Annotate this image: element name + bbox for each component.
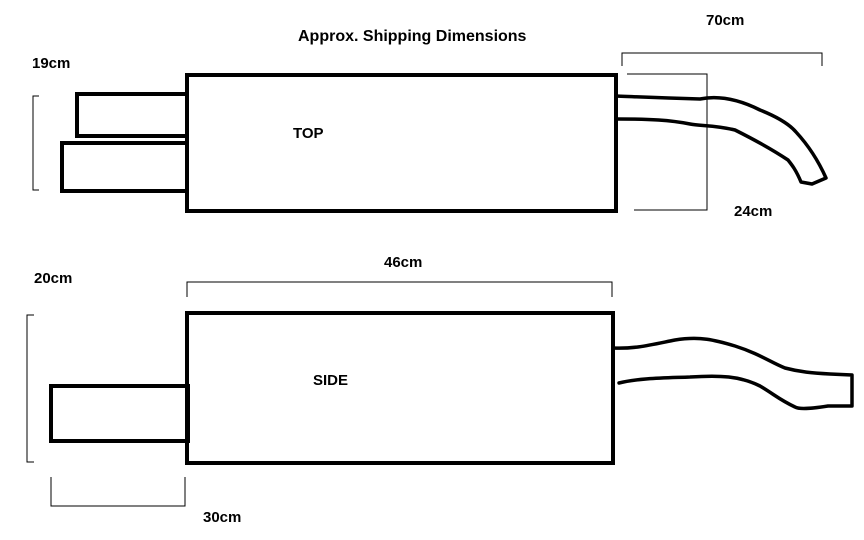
side-height-bracket xyxy=(26,314,34,463)
side-inlet-pipe xyxy=(49,384,190,443)
side-view: 20cm 46cm SIDE 30cm xyxy=(26,254,854,526)
top-height-label: 19cm xyxy=(32,55,70,72)
side-inlet-bracket xyxy=(50,477,186,507)
top-inlet-pipe-lower xyxy=(60,141,189,193)
top-view-label: TOP xyxy=(293,125,324,142)
top-muffler-body xyxy=(185,73,618,213)
top-inlet-pipe-upper xyxy=(75,92,189,138)
diagram-title: Approx. Shipping Dimensions xyxy=(298,28,527,45)
top-view: 19cm TOP 70cm 24cm xyxy=(32,12,828,220)
top-width-label: 24cm xyxy=(734,203,772,220)
top-height-bracket xyxy=(32,95,39,191)
side-height-label: 20cm xyxy=(34,270,72,287)
side-length-label: 46cm xyxy=(384,254,422,271)
top-outlet-pipe xyxy=(614,94,828,186)
top-length-label: 70cm xyxy=(706,12,744,29)
side-view-label: SIDE xyxy=(313,372,348,389)
top-width-bracket xyxy=(627,73,708,211)
side-muffler-body xyxy=(185,311,615,465)
side-inlet-label: 30cm xyxy=(203,509,241,526)
side-outlet-pipe xyxy=(611,336,854,411)
side-length-bracket xyxy=(186,281,613,297)
top-length-bracket xyxy=(621,52,823,66)
